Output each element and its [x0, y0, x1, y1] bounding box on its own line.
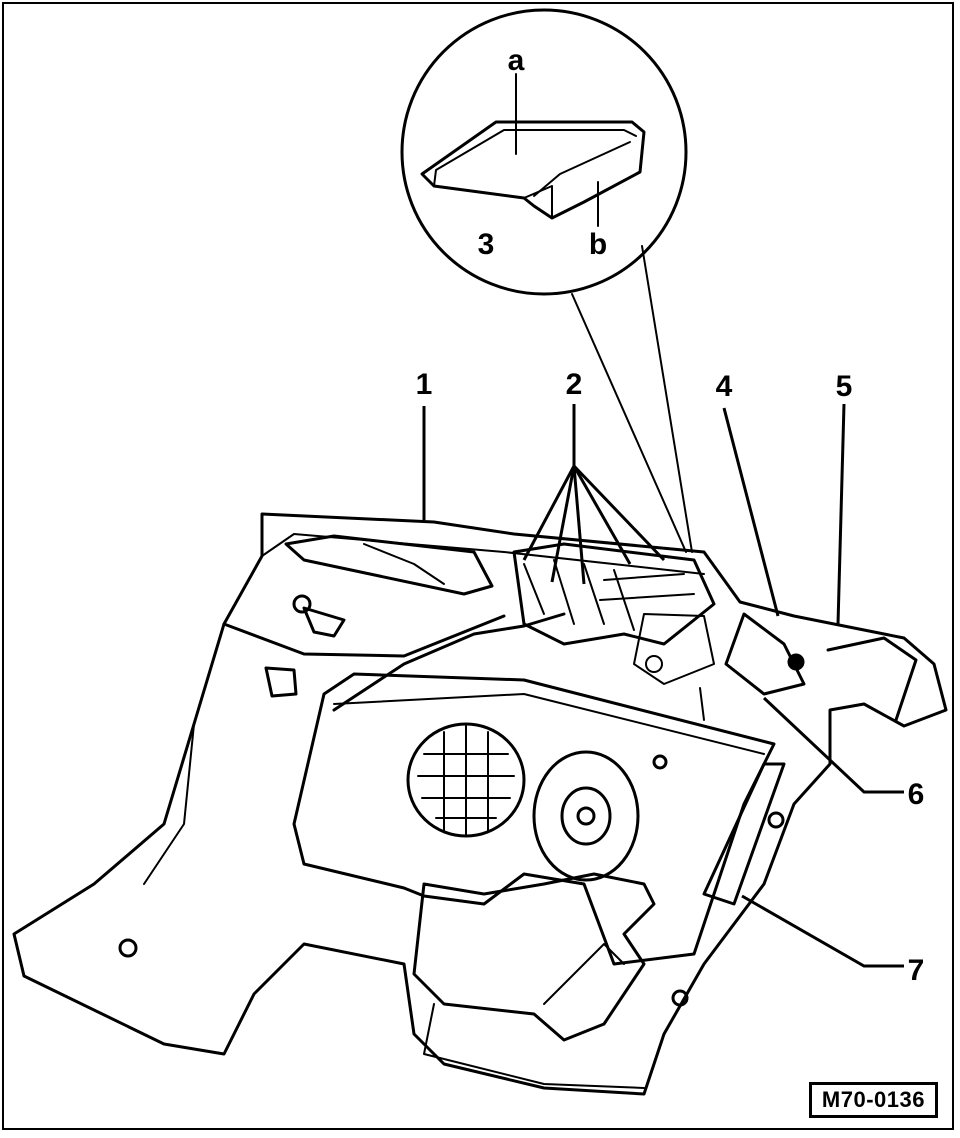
label-3: 3 [478, 228, 495, 261]
detail-inset [400, 8, 693, 553]
clip-bracket [302, 606, 346, 638]
cover-strip [702, 762, 786, 906]
upper-opening [284, 534, 494, 596]
opening-handle [363, 543, 445, 585]
detail-circle [400, 8, 688, 296]
detail-tail-right [641, 245, 693, 553]
fastener-hole [118, 938, 138, 958]
fastener-hole [292, 594, 312, 614]
recess-inner-edge [333, 693, 765, 755]
speaker-ring [532, 750, 640, 882]
leader-5 [836, 403, 846, 625]
end-piece [724, 612, 806, 696]
callout-7: 7 [908, 954, 925, 987]
leader-2-b [550, 465, 576, 583]
speaker-recess [292, 672, 776, 966]
panel-left-contour [143, 723, 195, 885]
pocket-handle [543, 943, 625, 1005]
clip-cluster-details [523, 559, 715, 685]
callout-4: 4 [716, 370, 733, 403]
leader-4 [722, 407, 780, 617]
callout-leaders [422, 403, 904, 968]
cargo-pocket [412, 872, 656, 1042]
leader-2-d [572, 465, 632, 565]
fastener-hole [671, 989, 689, 1007]
detail-tail-left [571, 293, 687, 553]
hook-bracket [264, 666, 298, 698]
callout-2: 2 [566, 368, 583, 401]
fastener-hole [652, 754, 668, 770]
end-piece-marker [787, 653, 805, 671]
small-tab [699, 687, 705, 721]
leader-7 [741, 894, 904, 968]
callout-6: 6 [908, 778, 925, 811]
detail-clip-part [420, 120, 646, 220]
leader-6 [762, 696, 904, 794]
end-cap [826, 636, 918, 722]
side-trim-panel [12, 512, 948, 1096]
exploded-view-drawing: a 3 b 1 2 4 5 6 7 [12, 8, 948, 1096]
pocket-lower-edge [423, 1003, 645, 1089]
label-a: a [508, 44, 525, 77]
leader-2-a [522, 465, 576, 561]
callout-5: 5 [836, 370, 853, 403]
detail-clip-edge [433, 129, 637, 187]
label-b: b [589, 228, 607, 261]
leader-2-e [572, 464, 666, 562]
panel-mid-contour [222, 614, 506, 658]
speaker-hub [560, 786, 612, 846]
figure-code-label: M70-0136 [808, 1082, 938, 1118]
wiring-harness [332, 612, 566, 712]
detail-clip-side [523, 185, 553, 219]
callout-1: 1 [416, 368, 433, 401]
panel-outline [12, 512, 948, 1096]
clip-cluster [512, 542, 716, 646]
fastener-hole [767, 811, 785, 829]
leader-2-c [572, 465, 586, 585]
grille-pattern [417, 725, 515, 837]
detail-clip-groove [533, 141, 631, 197]
